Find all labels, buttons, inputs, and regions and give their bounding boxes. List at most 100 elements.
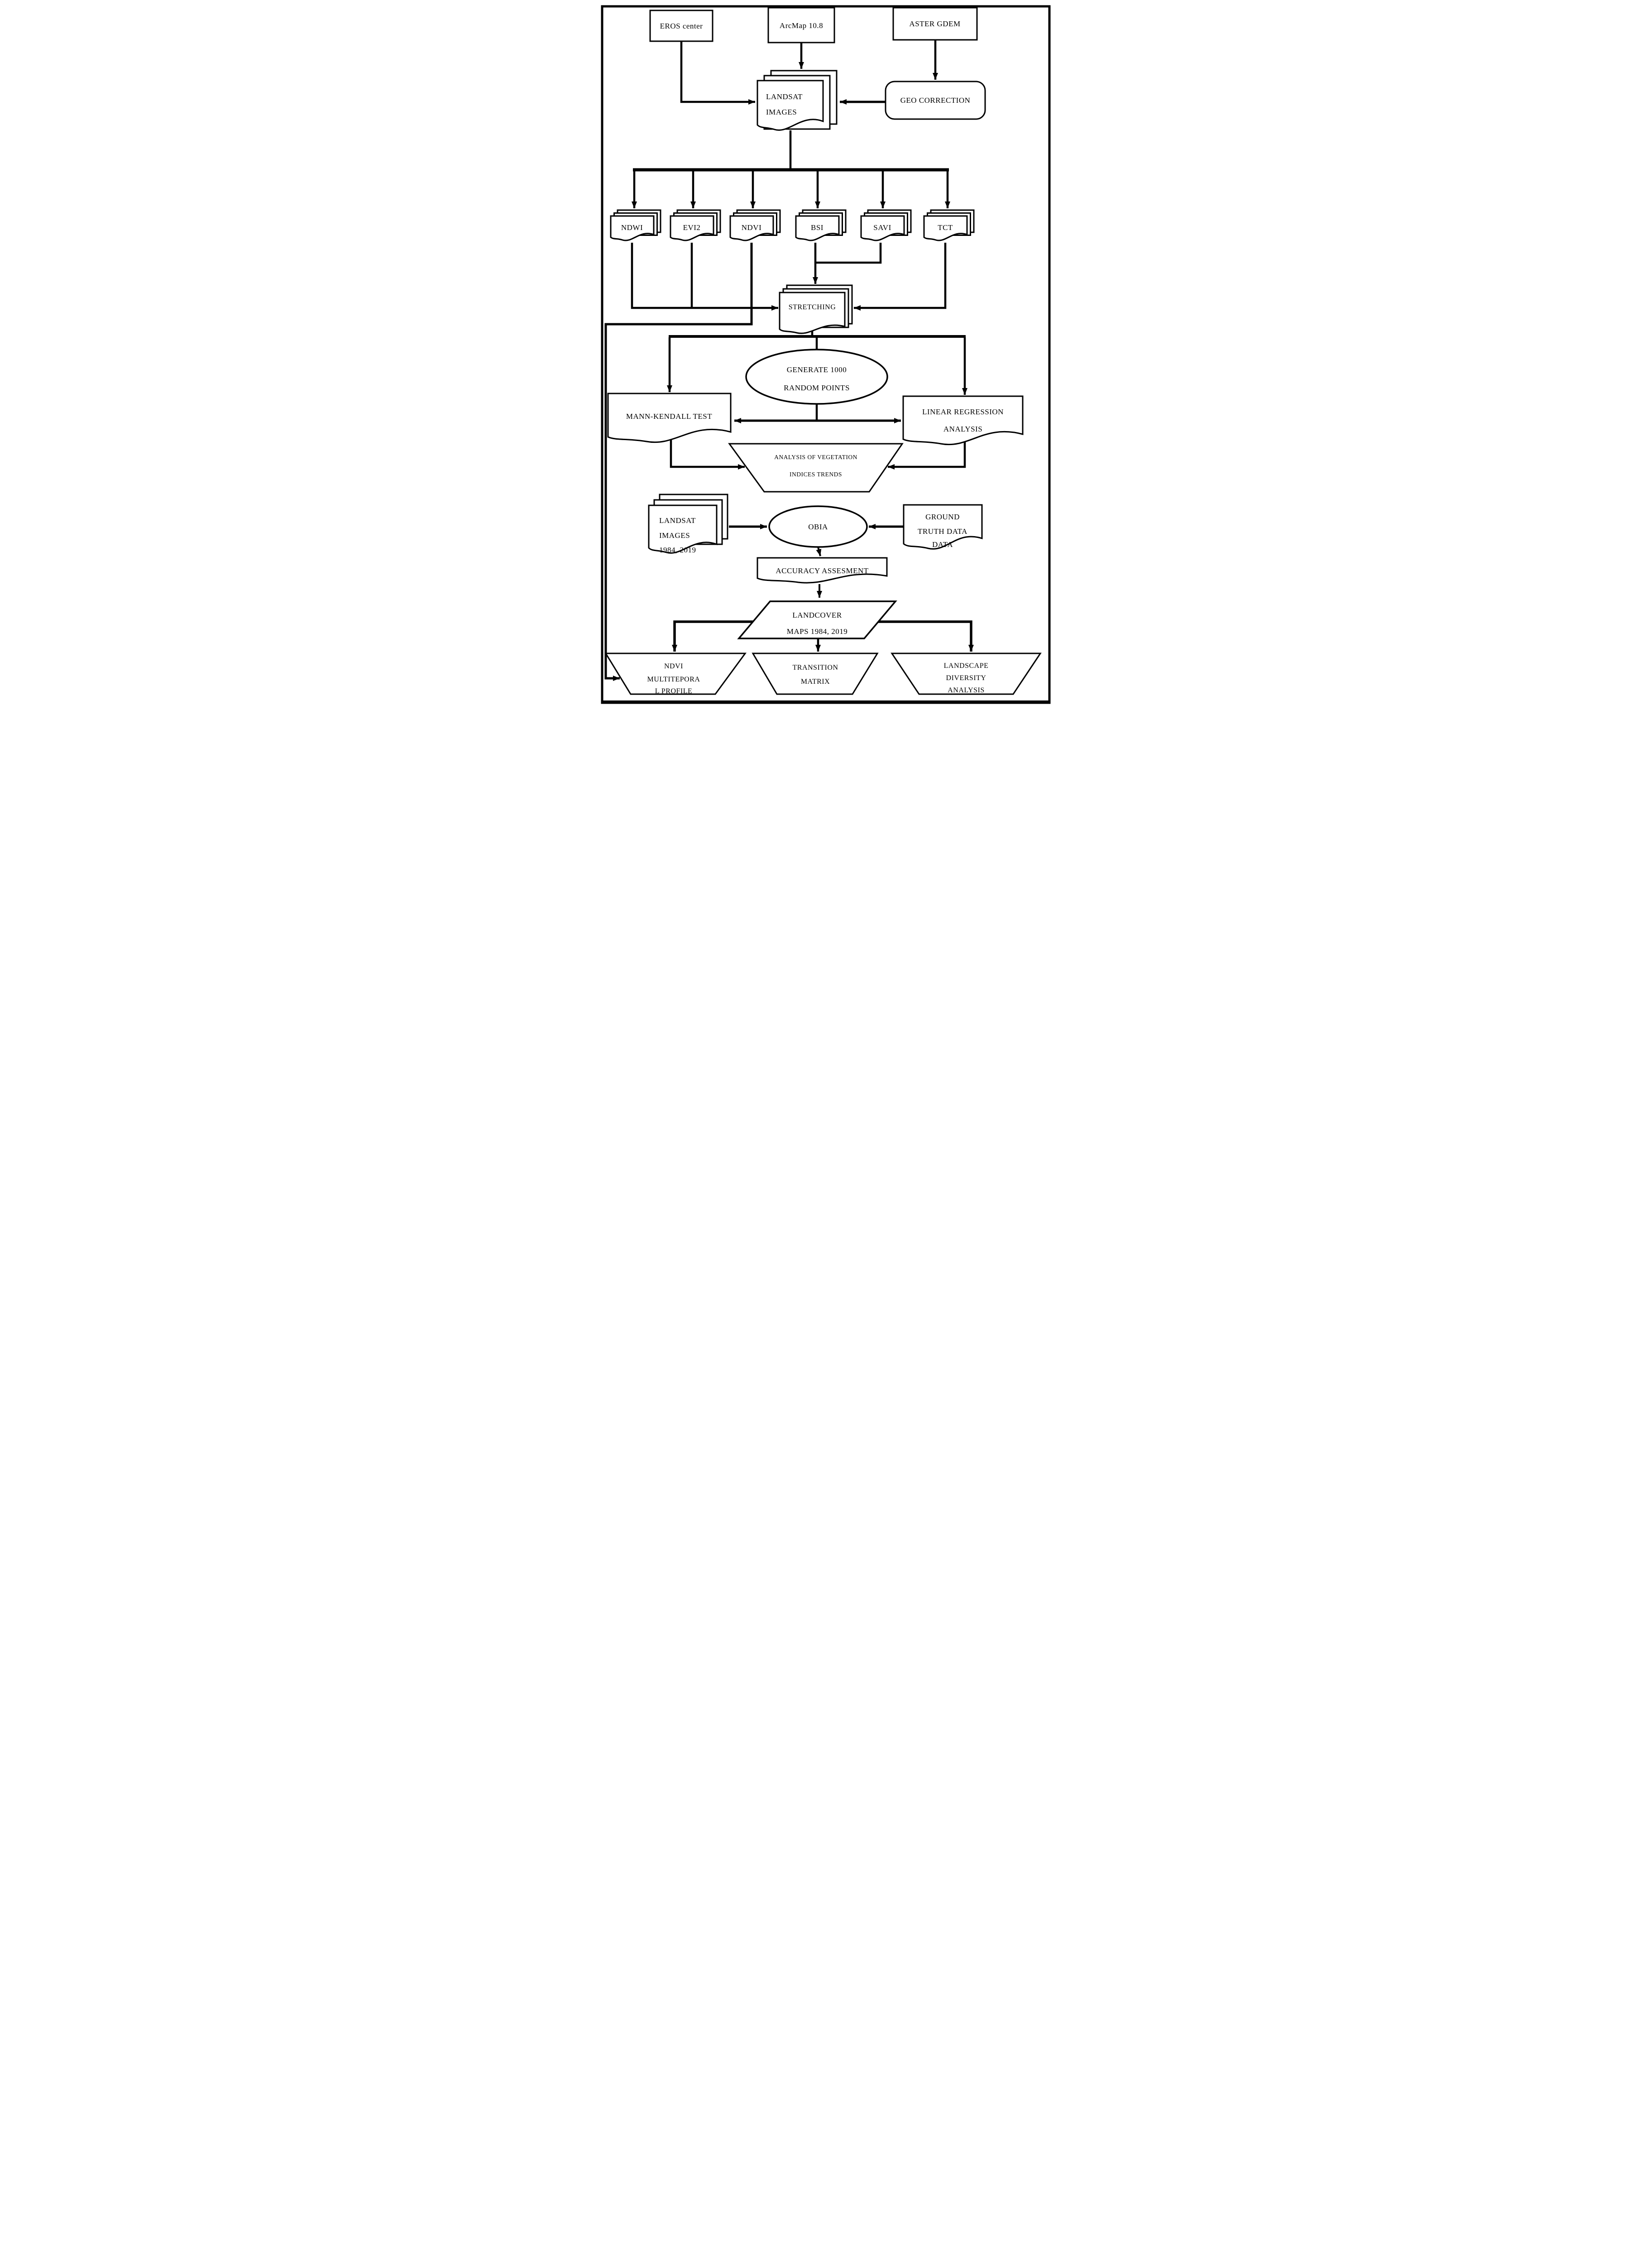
savi-page1 [860,215,905,241]
geo-correction-label: GEO CORRECTION [900,96,971,105]
landcover-maps-line1: LANDCOVER [792,611,842,619]
linear-regression-shape [902,395,1024,446]
stretching-label: STRETCHING [789,303,836,311]
ndvi-multitemporal-profile-shape [604,652,747,695]
tct-label: TCT [938,223,953,232]
generate-points-shape [745,349,888,405]
aster-gdem-shape [892,7,978,41]
linear-regression-line2: ANALYSIS [943,425,982,433]
linear-regression-line1: LINEAR REGRESSION [922,408,1004,416]
landcover-maps-shape [737,600,897,639]
mann-kendall-label: MANN-KENDALL TEST [626,412,712,421]
obia-label: OBIA [808,523,828,531]
eros-center-label: EROS center [660,22,703,30]
landsat-1984-line1: LANDSAT [659,516,696,525]
geo-correction-shape [885,81,986,120]
ndwi-label: NDWI [621,223,643,232]
landsat-images-line2: IMAGES [766,108,797,116]
evi2-label: EVI2 [683,223,701,232]
edge-ndvi-to-multitemporal-profile [604,243,753,681]
edge-landcover-to-multitemporal [672,620,754,652]
node-mann-kendall: MANN-KENDALL TEST [607,393,732,443]
edge-obia-to-accuracy [816,547,822,556]
landscape-diversity-shape [891,652,1042,695]
node-landcover-maps: LANDCOVER MAPS 1984, 2019 [737,600,897,639]
generate-points-line2: RANDOM POINTS [784,384,850,392]
vegetation-trends-shape [728,443,904,493]
node-geo-correction: GEO CORRECTION [885,81,986,120]
tct-page1 [923,215,968,241]
ground-truth-line2: TRUTH DATA [918,527,967,536]
landsat-images-page1 [757,80,824,131]
flowchart-svg: EROS center ArcMap 10.8 ASTER GDEM LANDS… [601,5,1051,704]
generate-points-line1: GENERATE 1000 [787,365,847,374]
edge-eros-to-landsat [680,41,755,105]
edge-mannkendall-to-trends [670,439,745,470]
transition-matrix-shape [752,652,879,695]
node-bsi: BSI [795,209,847,241]
mann-kendall-shape [607,393,732,443]
landsat-1984-page1 [648,504,718,554]
edges [604,40,974,681]
evi2-page1 [670,215,714,241]
ndvi-multitemporal-line3: L PROFILE [655,687,693,695]
node-landsat-1984-2019: LANDSAT IMAGES 1984, 2019 [648,494,728,554]
node-generate-points: GENERATE 1000 RANDOM POINTS [745,349,888,405]
node-evi2: EVI2 [670,209,721,241]
landscape-diversity-line3: ANALYSIS [948,686,985,694]
aster-gdem-label: ASTER GDEM [909,19,960,28]
stretching-page1 [779,292,846,334]
diagram-frame [601,5,1051,704]
accuracy-assessment-shape [757,557,888,584]
node-savi: SAVI [860,209,912,241]
edge-linearregression-to-trends [888,441,966,470]
node-tct: TCT [923,209,975,241]
ndvi-multitemporal-line2: MULTITEPORA [647,676,700,683]
node-eros-center: EROS center [649,10,713,42]
node-stretching: STRETCHING [779,284,853,334]
node-ndwi: NDWI [610,209,661,241]
ndvi-label: NDVI [742,223,762,232]
ndvi-multitemporal-line1: NDVI [664,662,683,670]
landscape-diversity-line1: LANDSCAPE [944,662,989,670]
edge-tct-to-stretching [854,243,947,311]
obia-shape [768,505,868,548]
ndvi-page1 [729,215,774,241]
flowchart-canvas: EROS center ArcMap 10.8 ASTER GDEM LANDS… [597,0,1055,710]
landcover-maps-line2: MAPS 1984, 2019 [787,627,848,636]
savi-label: SAVI [873,223,891,232]
edge-landcover-to-landscape [878,620,974,652]
node-obia: OBIA [768,505,868,548]
ground-truth-line3: DATA [932,540,953,549]
transition-matrix-line1: TRANSITION [793,664,838,672]
ground-truth-line1: GROUND [925,513,960,521]
landsat-1984-line2: IMAGES [659,531,690,540]
ndwi-page1 [610,215,655,241]
arcmap-shape [767,7,835,43]
node-landsat-images: LANDSAT IMAGES [757,70,838,131]
vegetation-trends-line1: ANALYSIS OF VEGETATION [774,454,857,460]
node-ground-truth: GROUND TRUTH DATA DATA [903,504,983,550]
node-ndvi: NDVI [729,209,781,241]
vegetation-trends-line2: INDICES TRENDS [790,471,842,478]
node-aster-gdem: ASTER GDEM [892,7,978,41]
landsat-1984-line3: 1984, 2019 [659,546,696,554]
node-vegetation-trends: ANALYSIS OF VEGETATION INDICES TRENDS [728,443,904,493]
landsat-images-line1: LANDSAT [766,92,803,101]
transition-matrix-line2: MATRIX [801,678,830,686]
node-linear-regression: LINEAR REGRESSION ANALYSIS [902,395,1024,446]
accuracy-assessment-label: ACCURACY ASSESMENT [776,566,868,575]
bsi-label: BSI [811,223,824,232]
eros-center-shape [649,10,713,42]
node-ndvi-multitemporal-profile: NDVI MULTITEPORA L PROFILE [604,652,747,695]
bsi-page1 [795,215,840,241]
landscape-diversity-line2: DIVERSITY [946,674,986,682]
node-transition-matrix: TRANSITION MATRIX [752,652,879,695]
node-arcmap: ArcMap 10.8 [767,7,835,43]
node-accuracy-assessment: ACCURACY ASSESMENT [757,557,888,584]
node-landscape-diversity: LANDSCAPE DIVERSITY ANALYSIS [891,652,1042,695]
edge-savi-to-bsi-line [816,243,882,264]
arcmap-label: ArcMap 10.8 [780,21,823,30]
edge-ndwi-evi2-to-stretching [631,243,778,311]
ground-truth-shape [903,504,983,550]
